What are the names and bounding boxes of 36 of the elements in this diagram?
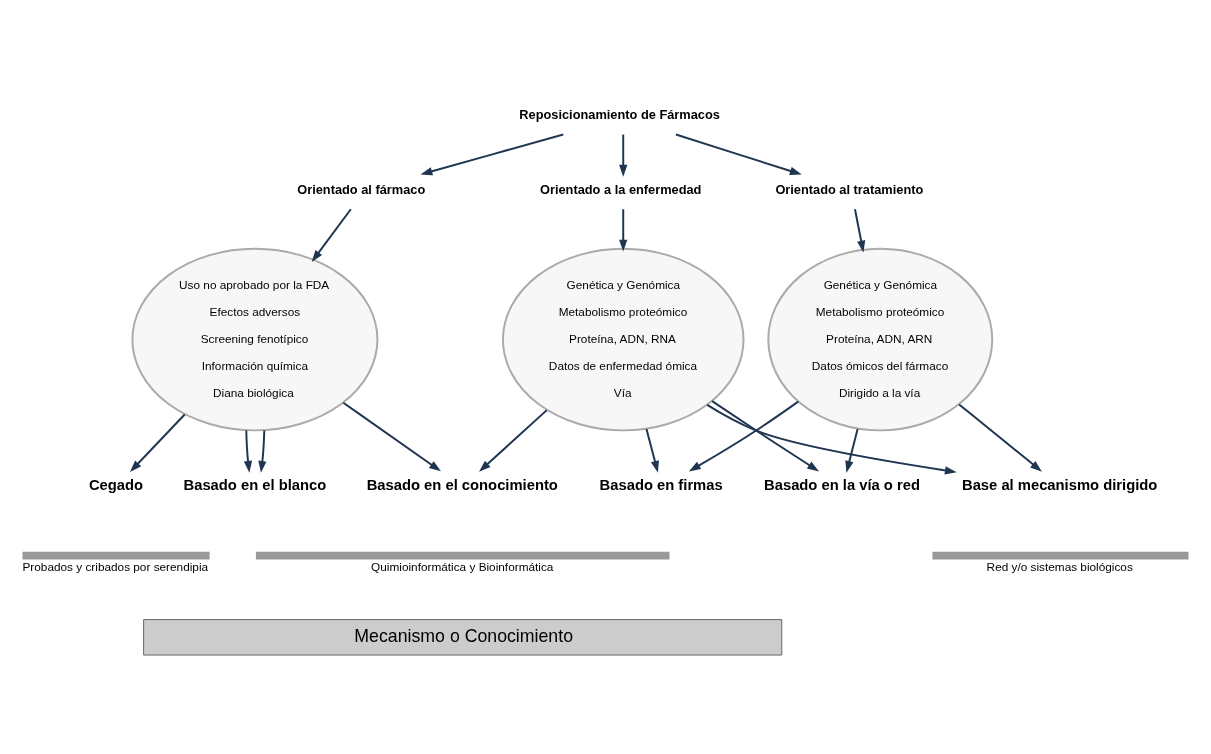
- node-text: Reposicionamiento de Fármacos: [519, 107, 720, 123]
- arrow: [619, 208, 628, 252]
- node-label: Quimioinformática y Bioinformática: [371, 559, 554, 574]
- node-text: Basado en el blanco: [183, 477, 327, 494]
- node-text: Orientado a la enfermedad: [540, 181, 702, 197]
- node-text: Basado en el conocimiento: [366, 477, 558, 494]
- node-text: Basado en la vía o red: [764, 477, 920, 494]
- arrow: [711, 400, 820, 472]
- arrow: [258, 429, 267, 473]
- node-ellipse: Genética y Genómica Metabolismo proteómico Proteína, ADN, ARN Datos ómicos del fármaco Dirigido a la vía: [767, 247, 994, 432]
- node-text: Orientado al tratamiento: [775, 181, 924, 197]
- node-text: Orientado al fármaco: [297, 181, 426, 197]
- node-text: Cegado: [88, 477, 144, 494]
- arrow: [129, 413, 186, 473]
- arrow: [645, 427, 659, 473]
- arrow: [854, 208, 866, 253]
- arrow: [688, 400, 800, 472]
- node-box: [255, 551, 670, 560]
- arrow: [420, 133, 565, 176]
- arrow: [619, 133, 628, 177]
- node-box: Mecanismo o Conocimiento: [143, 619, 783, 656]
- arrow: [342, 401, 441, 472]
- node-text: Basado en firmas: [599, 477, 723, 494]
- arrow: [243, 429, 253, 473]
- node-box: [22, 551, 210, 560]
- arrow: [479, 409, 548, 472]
- arrow: [311, 208, 352, 262]
- node-label: Red y/o sistemas biológicos: [986, 559, 1133, 574]
- node-label: Probados y cribados por serendipia: [22, 559, 209, 574]
- node-ellipse: Genética y Genómica Metabolismo proteómico Proteína, ADN, RNA Datos de enfermedad ómica Vía: [501, 247, 745, 432]
- node-text: Base al mecanismo dirigido: [962, 477, 1158, 494]
- arrow: [845, 427, 859, 473]
- arrow: [958, 403, 1042, 472]
- node-box: [932, 551, 1189, 560]
- arrow: [706, 403, 957, 475]
- arrow: [674, 133, 802, 175]
